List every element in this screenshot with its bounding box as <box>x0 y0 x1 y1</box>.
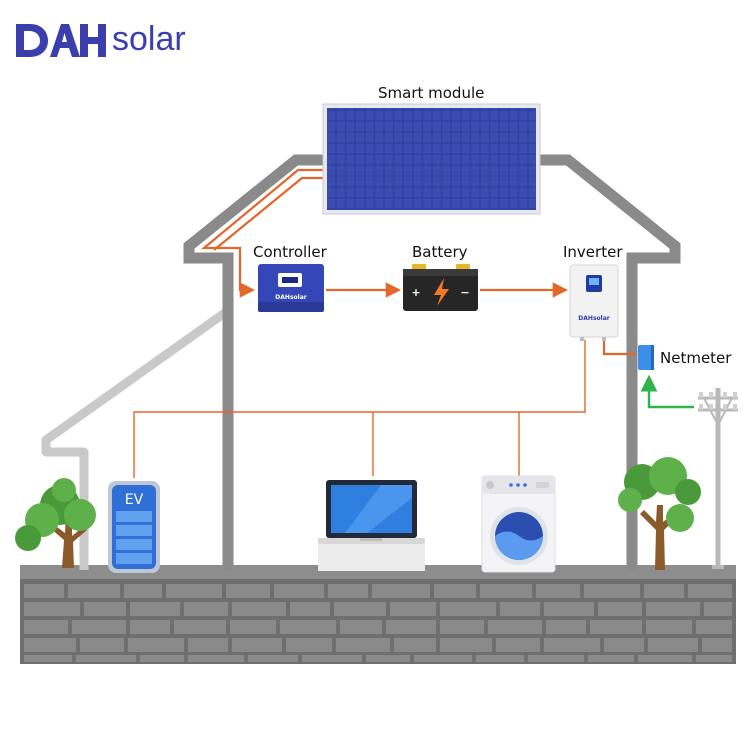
dah-logo-mark <box>16 24 106 57</box>
netmeter-label: Netmeter <box>660 349 732 367</box>
inverter: DAHsolar <box>569 264 619 341</box>
inverter-label: Inverter <box>563 243 623 261</box>
garage-outline <box>41 308 229 570</box>
utility-pole <box>698 388 738 569</box>
inverter-brand-text: DAHsolar <box>578 315 609 322</box>
stone-wall <box>20 565 736 664</box>
washing-machine <box>481 475 556 573</box>
controller-label: Controller <box>253 243 327 261</box>
netmeter <box>638 345 654 370</box>
charge-controller: DAHsolar <box>258 264 324 312</box>
battery-plus-sign: + <box>411 286 420 299</box>
smart-module-label: Smart module <box>378 84 485 102</box>
controller-brand-text: DAHsolar <box>275 294 306 301</box>
lightning-icon <box>434 278 449 306</box>
ev-label: EV <box>125 492 144 508</box>
tree-right <box>618 457 701 570</box>
solar-panel <box>322 103 541 215</box>
ev-charger: EV <box>108 481 160 573</box>
battery-label: Battery <box>412 243 468 261</box>
logo-solar-word: solar <box>112 20 186 58</box>
battery: + − <box>403 264 478 311</box>
dah-solar-logo: solar <box>14 10 186 60</box>
dc-wiring <box>200 168 636 356</box>
ac-wiring <box>133 340 586 478</box>
battery-minus-sign: − <box>460 286 469 299</box>
house-outline <box>183 154 681 570</box>
grid-feed-line <box>640 374 694 409</box>
tree-left <box>15 478 96 568</box>
laptop <box>318 480 425 571</box>
